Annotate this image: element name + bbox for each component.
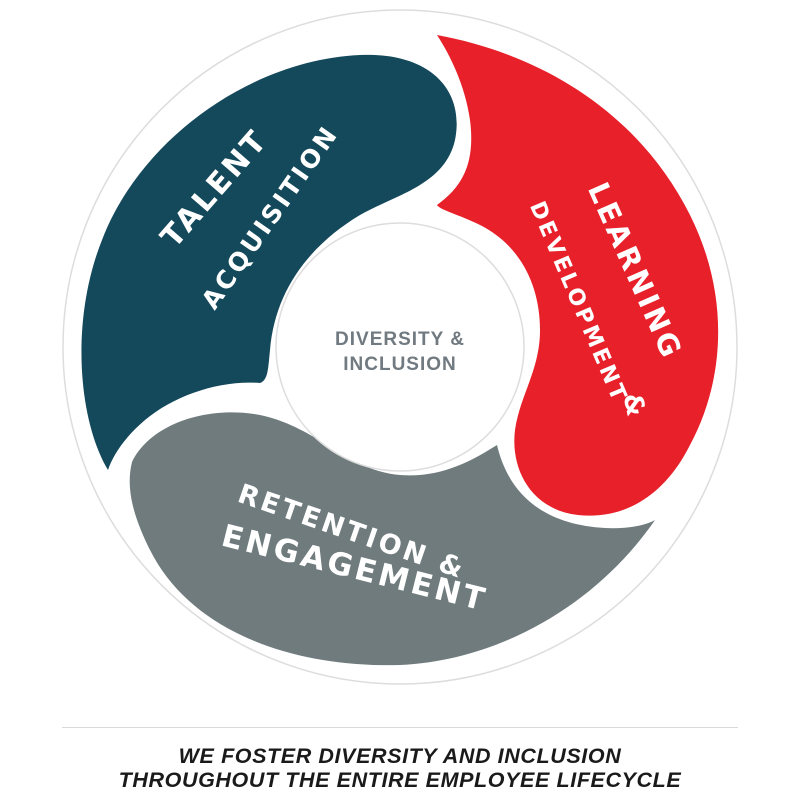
footer-caption: WE FOSTER DIVERSITY AND INCLUSION THROUG… <box>0 744 800 792</box>
footer-divider <box>62 727 738 728</box>
center-label-line2: INCLUSION <box>343 354 457 375</box>
inner-circle <box>275 222 525 472</box>
retention-engagement-segment <box>129 412 655 666</box>
learning-development-segment <box>437 35 719 516</box>
learning-development-label-line3: & <box>616 391 651 422</box>
footer-line1: WE FOSTER DIVERSITY AND INCLUSION <box>178 744 622 768</box>
center-label-line1: DIVERSITY & <box>335 329 465 350</box>
footer-line2: THROUGHOUT THE ENTIRE EMPLOYEE LIFECYCLE <box>118 768 682 792</box>
talent-acquisition-segment <box>81 54 457 470</box>
